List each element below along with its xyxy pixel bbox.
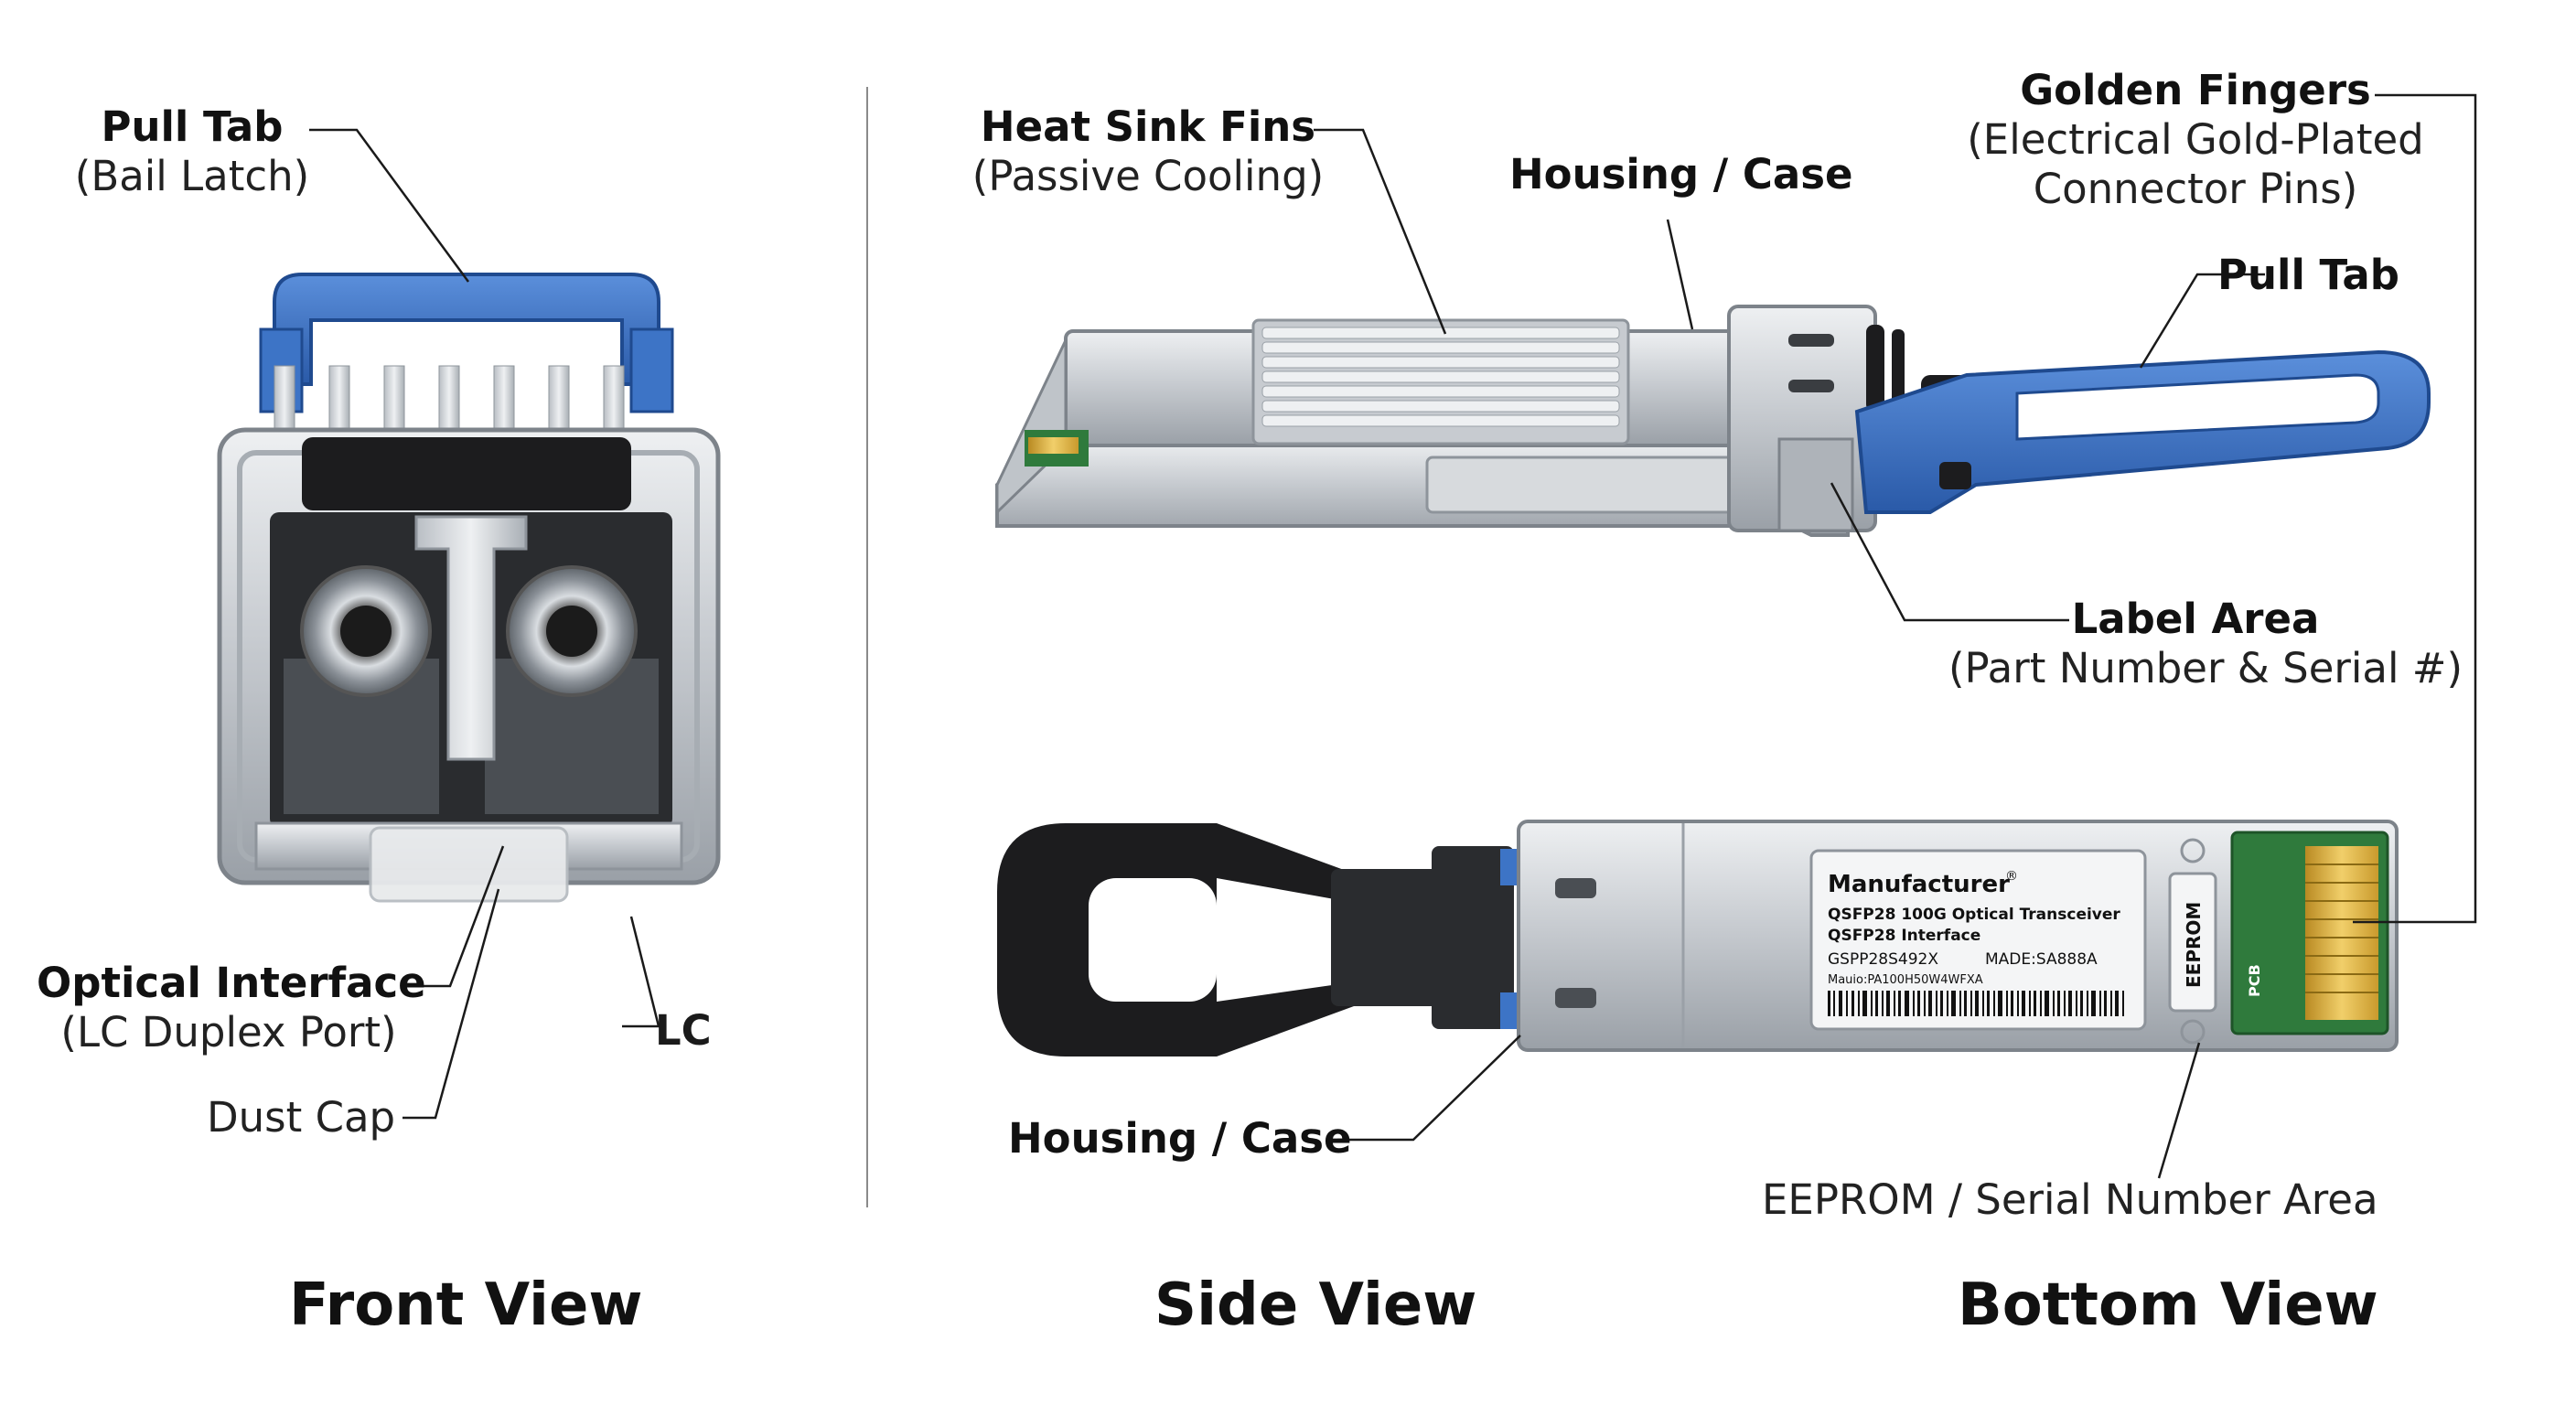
side-view-caption: Side View: [1154, 1271, 1477, 1339]
lc-mark: LC: [655, 1006, 712, 1055]
front-divider: [414, 515, 528, 761]
front-pull-tab-title: Pull Tab: [101, 102, 284, 151]
golden-fingers-label: Golden Fingers (Electrical Gold-Plated C…: [1967, 66, 2424, 214]
heat-sink-title: Heat Sink Fins: [980, 102, 1316, 151]
golden-fingers-line2: Connector Pins): [2033, 165, 2358, 213]
leader-lines: [309, 93, 2477, 1179]
pcb-mark: PCB: [2246, 964, 2263, 997]
sticker-line2: QSFP28 Interface: [1828, 927, 1980, 945]
golden-fingers-title: Golden Fingers: [2020, 66, 2371, 114]
sticker-model: Mauio:PA100H50W4WFXA: [1828, 973, 1983, 987]
housing-bottom-title: Housing / Case: [1008, 1114, 1352, 1163]
sticker-line1: QSFP28 100G Optical Transceiver: [1828, 906, 2120, 924]
housing-top-title: Housing / Case: [1509, 150, 1853, 198]
front-view-module: [217, 273, 721, 903]
heat-sink-label: Heat Sink Fins (Passive Cooling): [970, 102, 1326, 201]
housing-top-label: Housing / Case: [1509, 150, 1853, 199]
side-heat-sink-fins: [1251, 318, 1630, 445]
heat-sink-subtitle: (Passive Cooling): [971, 152, 1325, 200]
label-area-subtitle: (Part Number & Serial #): [1948, 644, 2463, 692]
front-black-band: [302, 437, 631, 510]
front-dust-cap: [369, 826, 569, 903]
side-view-module: [995, 305, 2431, 537]
eeprom-tag-label: EEPROM: [2183, 902, 2205, 988]
side-pull-tab-label: Pull Tab: [2217, 251, 2399, 300]
eeprom-tag: [2168, 872, 2217, 1013]
sticker-barcode: [1828, 991, 2124, 1016]
front-heat-fins: [274, 365, 625, 440]
bottom-view-module: Manufacturer ® QSFP28 100G Optical Trans…: [997, 820, 2399, 1056]
sticker-made: MADE:SA888A: [1985, 950, 2098, 969]
sticker-manufacturer: Manufacturer: [1828, 871, 2010, 898]
bottom-label-sticker: [1809, 849, 2147, 1031]
optical-interface-title: Optical Interface: [37, 959, 426, 1007]
side-pull-tab-title: Pull Tab: [2217, 251, 2400, 299]
dust-cap-label: Dust Cap: [207, 1093, 396, 1142]
label-area-label: Label Area (Part Number & Serial #): [1948, 595, 2463, 693]
front-pull-tab-subtitle: (Bail Latch): [74, 152, 310, 200]
label-area-title: Label Area: [2071, 595, 2320, 643]
eeprom-area-label: EEPROM / Serial Number Area: [1762, 1175, 2378, 1224]
sticker-registered-mark: ®: [2005, 869, 2018, 884]
optical-interface-subtitle: (LC Duplex Port): [60, 1008, 397, 1056]
front-pull-tab-label: Pull Tab (Bail Latch): [64, 102, 320, 201]
front-view-caption: Front View: [289, 1271, 643, 1339]
housing-bottom-label: Housing / Case: [1008, 1114, 1352, 1164]
bottom-view-caption: Bottom View: [1958, 1271, 2378, 1339]
golden-fingers-pins: [2305, 846, 2378, 1020]
optical-interface-label: Optical Interface (LC Duplex Port): [37, 959, 426, 1057]
sticker-part-number: GSPP28S492X: [1828, 950, 1938, 969]
golden-fingers-line1: (Electrical Gold-Plated: [1967, 115, 2424, 164]
